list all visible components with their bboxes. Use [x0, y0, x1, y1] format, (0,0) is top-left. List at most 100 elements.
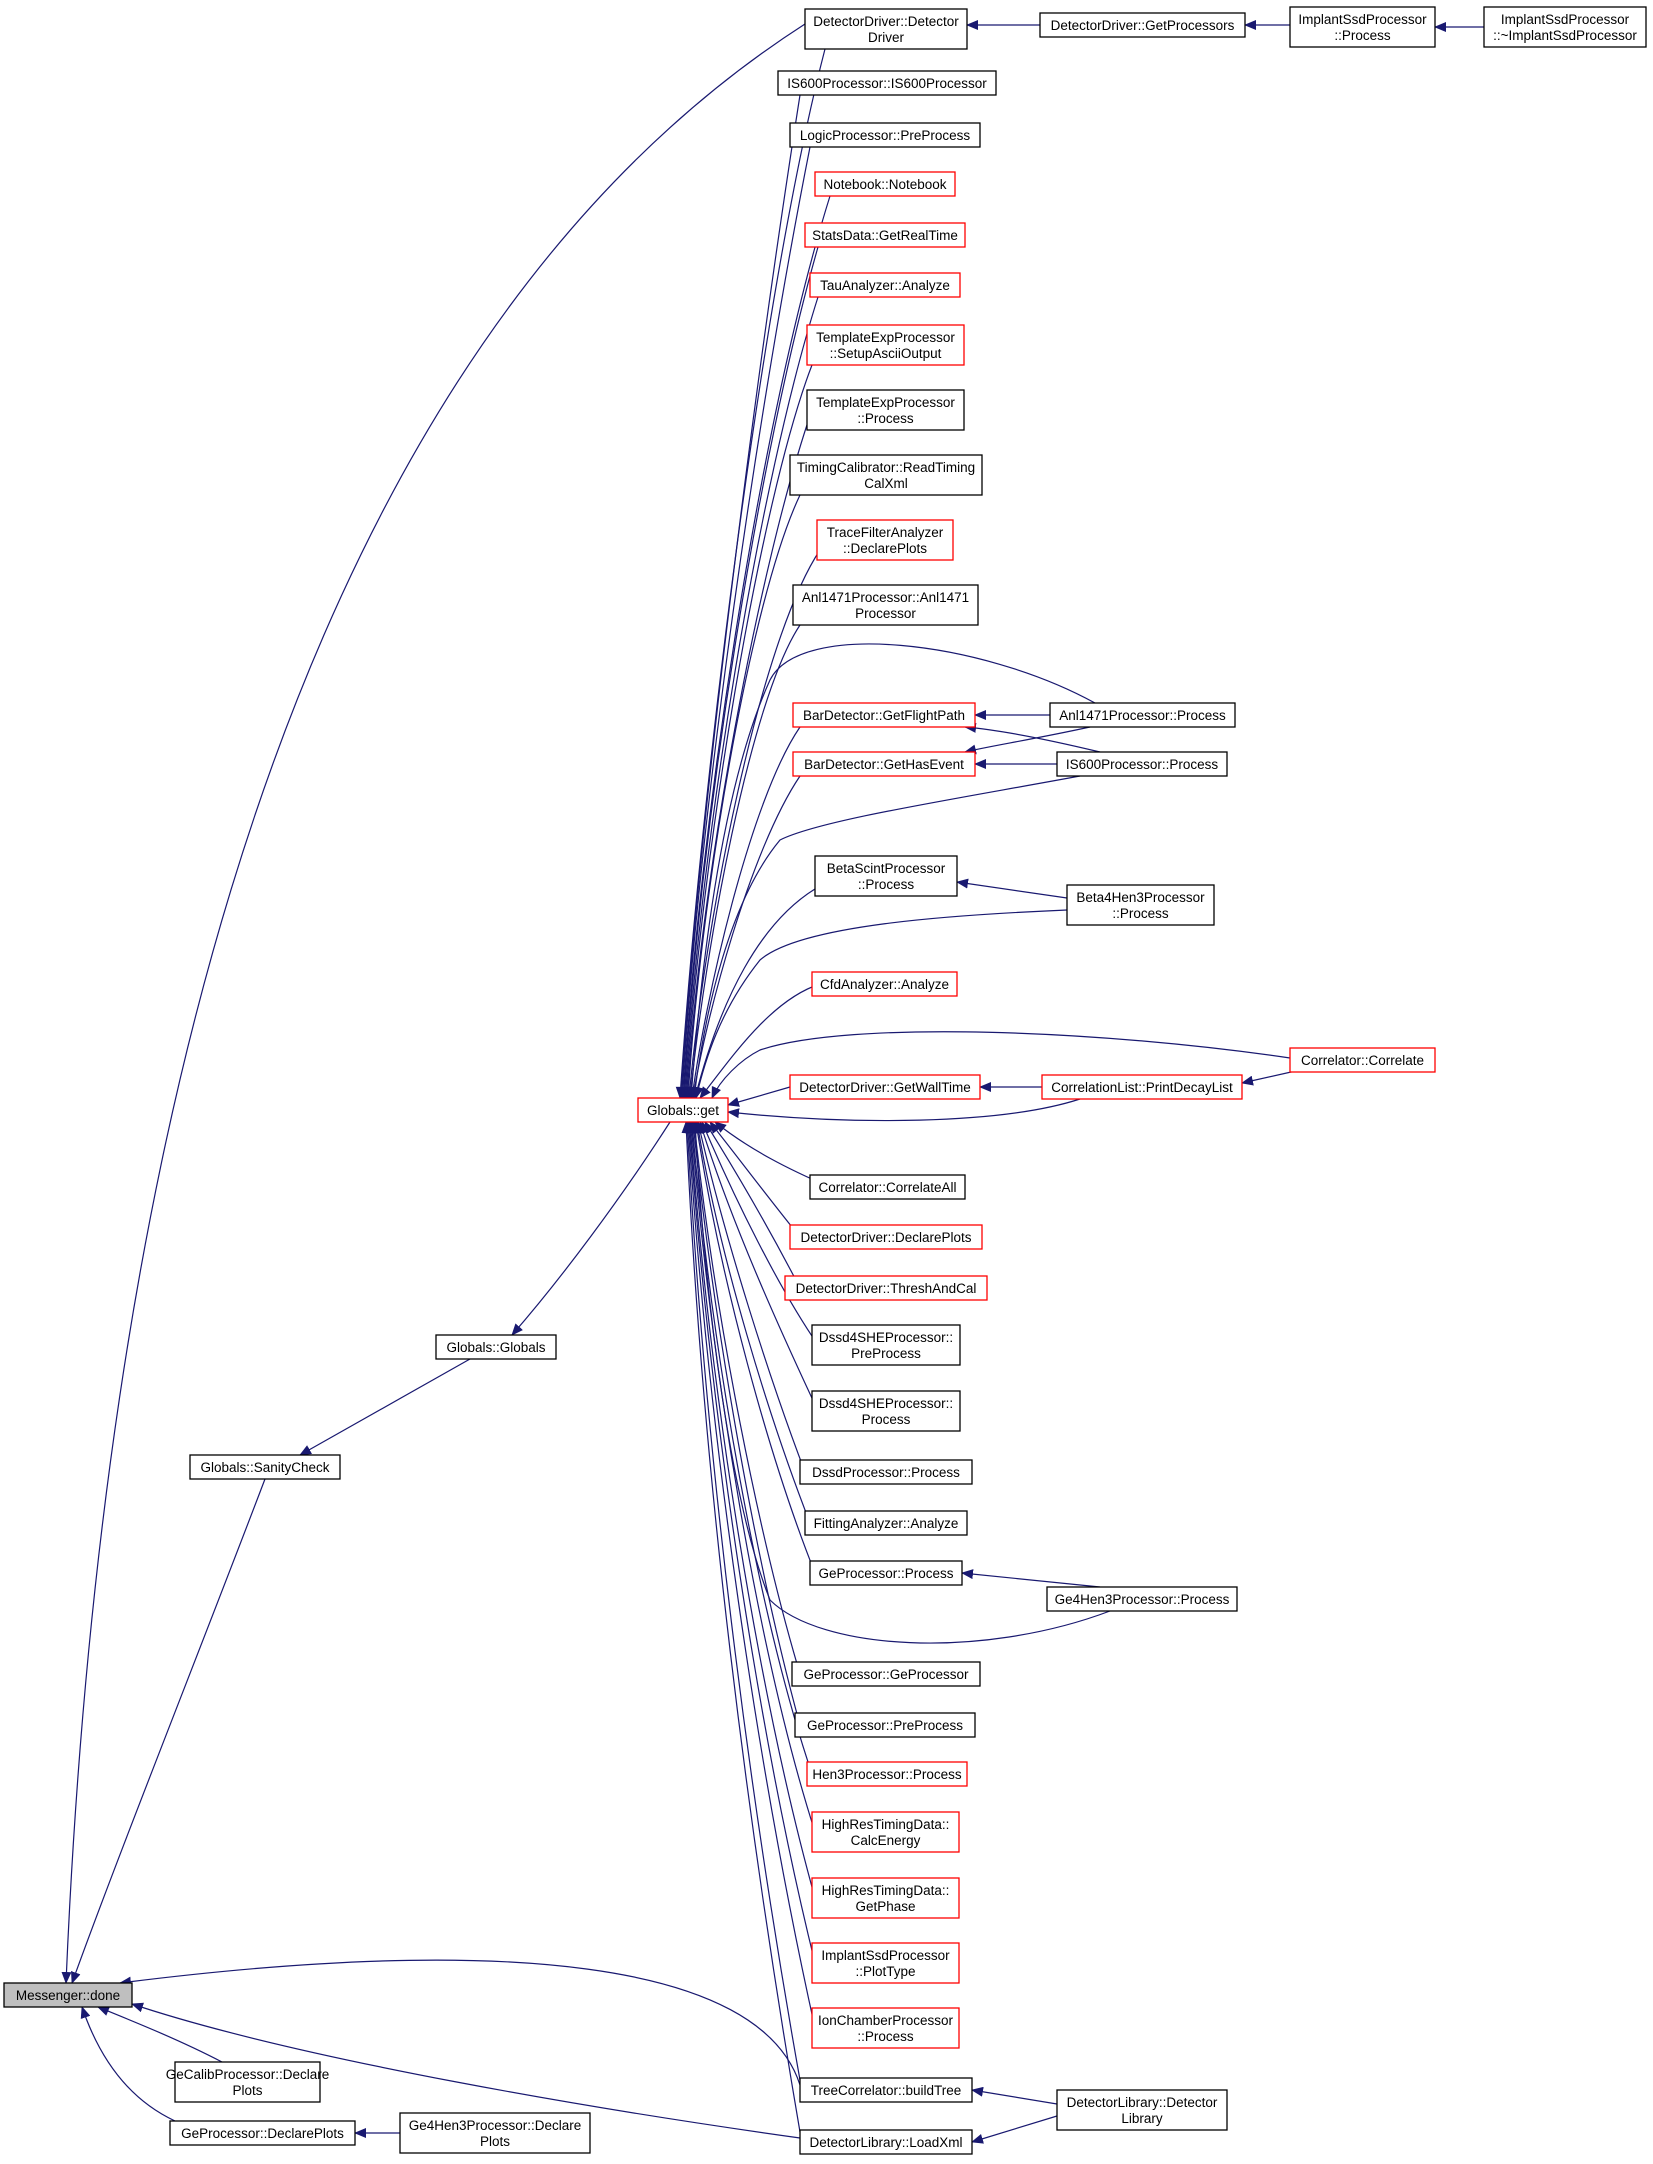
- node-box: [811, 1811, 960, 1853]
- node-label: Ge4Hen3Processor::Declare: [409, 2118, 582, 2133]
- node-detlib_loadxml[interactable]: DetectorLibrary::LoadXml: [799, 2129, 973, 2155]
- node-box: [1041, 1074, 1243, 1100]
- edge-detdriver_ctor-to-messenger_done: [61, 23, 806, 1984]
- edge-cfdanalyzer_analyze-to-globals_get: [699, 983, 821, 1099]
- node-label: Processor: [855, 606, 916, 621]
- node-label: ::DeclarePlots: [843, 541, 927, 556]
- node-label: IS600Processor::IS600Processor: [787, 76, 987, 91]
- node-implantssd_plottype[interactable]: ImplantSsdProcessor::PlotType: [811, 1942, 960, 1984]
- node-tauanalyzer_analyze[interactable]: TauAnalyzer::Analyze: [809, 272, 961, 298]
- node-geproc_ctor[interactable]: GeProcessor::GeProcessor: [791, 1661, 981, 1687]
- node-label: HighResTimingData::: [822, 1817, 950, 1832]
- node-box: [3, 1982, 133, 2008]
- node-detdriver_getwalltime[interactable]: DetectorDriver::GetWallTime: [789, 1074, 981, 1100]
- node-hrtd_getphase[interactable]: HighResTimingData::GetPhase: [811, 1877, 960, 1919]
- node-label: IS600Processor::Process: [1066, 757, 1219, 772]
- node-box: [809, 272, 961, 298]
- edge-dssd_process-to-globals_get: [695, 1121, 806, 1473]
- node-geproc_process[interactable]: GeProcessor::Process: [809, 1560, 963, 1586]
- node-tracefilter_declareplots[interactable]: TraceFilterAnalyzer::DeclarePlots: [816, 519, 954, 561]
- node-betascint_process[interactable]: BetaScintProcessor::Process: [814, 855, 958, 897]
- edge-hrtd_getphase-to-globals_get: [685, 1121, 816, 1899]
- edge-corrlist_printdecay-to-globals_get: [727, 1098, 1081, 1122]
- node-ge4hen3_process[interactable]: Ge4Hen3Processor::Process: [1046, 1586, 1238, 1612]
- node-hrtd_calcenergy[interactable]: HighResTimingData::CalcEnergy: [811, 1811, 960, 1853]
- node-label: CalXml: [864, 476, 908, 491]
- edge-tauanalyzer_analyze-to-globals_get: [680, 296, 819, 1099]
- node-correlator_correlateall[interactable]: Correlator::CorrelateAll: [809, 1174, 966, 1200]
- node-detdriver_getprocessors[interactable]: DetectorDriver::GetProcessors: [1039, 12, 1246, 38]
- node-hen3_process[interactable]: Hen3Processor::Process: [806, 1761, 968, 1787]
- node-implantssd_dtor[interactable]: ImplantSsdProcessor::~ImplantSsdProcesso…: [1483, 6, 1647, 48]
- node-implantssd_process[interactable]: ImplantSsdProcessor::Process: [1289, 6, 1436, 48]
- node-gecalib_declareplots[interactable]: GeCalibProcessor::DeclarePlots: [166, 2061, 330, 2103]
- node-label: ::Process: [1112, 906, 1169, 921]
- node-fitting_analyze[interactable]: FittingAnalyzer::Analyze: [804, 1510, 968, 1536]
- node-bardet_gethasevent[interactable]: BarDetector::GetHasEvent: [792, 751, 976, 777]
- node-anl1471_process[interactable]: Anl1471Processor::Process: [1049, 702, 1236, 728]
- node-globals_globals[interactable]: Globals::Globals: [435, 1334, 557, 1360]
- edge-anl1471_process-to-bardet_gethasevent: [964, 726, 1091, 755]
- node-correlator_correlate[interactable]: Correlator::Correlate: [1289, 1047, 1436, 1073]
- node-box: [811, 1390, 961, 1432]
- node-label: FittingAnalyzer::Analyze: [814, 1516, 959, 1531]
- node-box: [791, 1661, 981, 1687]
- edge-is600_process-to-globals_get: [690, 775, 1081, 1099]
- node-box: [806, 389, 965, 431]
- node-label: Beta4Hen3Processor: [1076, 890, 1205, 905]
- edge-gecalib_declareplots-to-messenger_done: [97, 2006, 223, 2063]
- node-geproc_preprocess[interactable]: GeProcessor::PreProcess: [794, 1712, 976, 1738]
- node-label: DssdProcessor::Process: [812, 1465, 960, 1480]
- node-ge4hen3_declareplots[interactable]: Ge4Hen3Processor::DeclarePlots: [399, 2112, 591, 2154]
- node-box: [792, 751, 976, 777]
- node-beta4hen3_process[interactable]: Beta4Hen3Processor::Process: [1066, 884, 1215, 926]
- node-geproc_declareplots[interactable]: GeProcessor::DeclarePlots: [169, 2120, 356, 2146]
- node-detdriver_threshandcal[interactable]: DetectorDriver::ThreshAndCal: [784, 1275, 988, 1301]
- edge-detdriver_declareplots-to-globals_get: [709, 1121, 801, 1238]
- node-label: Plots: [480, 2134, 510, 2149]
- node-corrlist_printdecay[interactable]: CorrelationList::PrintDecayList: [1041, 1074, 1243, 1100]
- node-dssd4she_process[interactable]: Dssd4SHEProcessor::Process: [811, 1390, 961, 1432]
- node-label: TreeCorrelator::buildTree: [811, 2083, 962, 2098]
- node-dssd_process[interactable]: DssdProcessor::Process: [799, 1459, 973, 1485]
- node-logic_preprocess[interactable]: LogicProcessor::PreProcess: [789, 122, 981, 148]
- node-is600_ctor[interactable]: IS600Processor::IS600Processor: [777, 70, 997, 96]
- node-label: BetaScintProcessor: [827, 861, 946, 876]
- node-label: Notebook::Notebook: [823, 177, 946, 192]
- node-cfdanalyzer_analyze[interactable]: CfdAnalyzer::Analyze: [811, 971, 958, 997]
- edge-geproc_ctor-to-globals_get: [690, 1121, 801, 1675]
- node-box: [811, 2007, 960, 2049]
- node-label: Hen3Processor::Process: [812, 1767, 962, 1782]
- edge-timingcal_readxml-to-globals_get: [683, 494, 801, 1099]
- node-templateexp_setupascii[interactable]: TemplateExpProcessor::SetupAsciiOutput: [806, 324, 965, 366]
- edge-statsdata_getrealtime-to-globals_get: [679, 246, 819, 1099]
- node-globals_get[interactable]: Globals::get: [637, 1097, 729, 1123]
- node-is600_process[interactable]: IS600Processor::Process: [1056, 751, 1228, 777]
- node-statsdata_getrealtime[interactable]: StatsData::GetRealTime: [804, 222, 966, 248]
- node-anl1471_ctor[interactable]: Anl1471Processor::Anl1471Processor: [792, 584, 979, 626]
- node-box: [174, 2061, 321, 2103]
- node-globals_sanitycheck[interactable]: Globals::SanityCheck: [189, 1454, 341, 1480]
- node-box: [1483, 6, 1647, 48]
- node-label: Dssd4SHEProcessor::: [819, 1330, 953, 1345]
- node-messenger_done[interactable]: Messenger::done: [3, 1982, 133, 2008]
- node-detdriver_declareplots[interactable]: DetectorDriver::DeclarePlots: [789, 1224, 983, 1250]
- node-label: CalcEnergy: [851, 1833, 921, 1848]
- node-notebook_ctor[interactable]: Notebook::Notebook: [814, 171, 956, 197]
- node-box: [792, 702, 976, 728]
- node-ionchamber_process[interactable]: IonChamberProcessor::Process: [811, 2007, 960, 2049]
- edge-bardet_getflightpath-to-globals_get: [688, 726, 801, 1099]
- node-bardet_getflightpath[interactable]: BarDetector::GetFlightPath: [792, 702, 976, 728]
- edge-is600_ctor-to-globals_get: [676, 94, 801, 1099]
- node-box: [1039, 12, 1246, 38]
- node-dssd4she_preprocess[interactable]: Dssd4SHEProcessor::PreProcess: [811, 1324, 961, 1366]
- node-templateexp_process[interactable]: TemplateExpProcessor::Process: [806, 389, 965, 431]
- node-detlib_ctor[interactable]: DetectorLibrary::DetectorLibrary: [1056, 2089, 1228, 2131]
- node-treecorr_buildtree[interactable]: TreeCorrelator::buildTree: [799, 2077, 973, 2103]
- node-label: ::Process: [857, 2029, 914, 2044]
- node-label: DetectorDriver::Detector: [813, 14, 959, 29]
- node-label: CfdAnalyzer::Analyze: [820, 977, 949, 992]
- node-detdriver_ctor[interactable]: DetectorDriver::DetectorDriver: [804, 8, 968, 50]
